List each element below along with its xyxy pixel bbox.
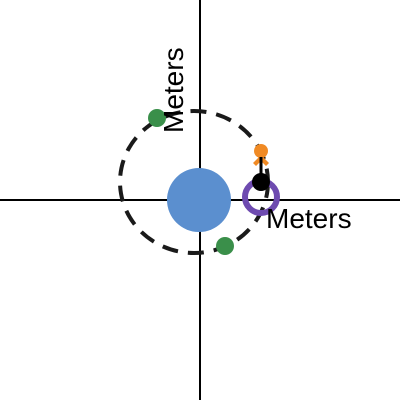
x-axis-label: Meters xyxy=(266,203,352,234)
satellite-bottom[interactable] xyxy=(216,237,234,255)
satellite-top-left[interactable] xyxy=(148,109,166,127)
moon-core[interactable] xyxy=(252,173,270,191)
central-body[interactable] xyxy=(167,168,231,232)
y-axis-label: Meters xyxy=(158,47,189,133)
